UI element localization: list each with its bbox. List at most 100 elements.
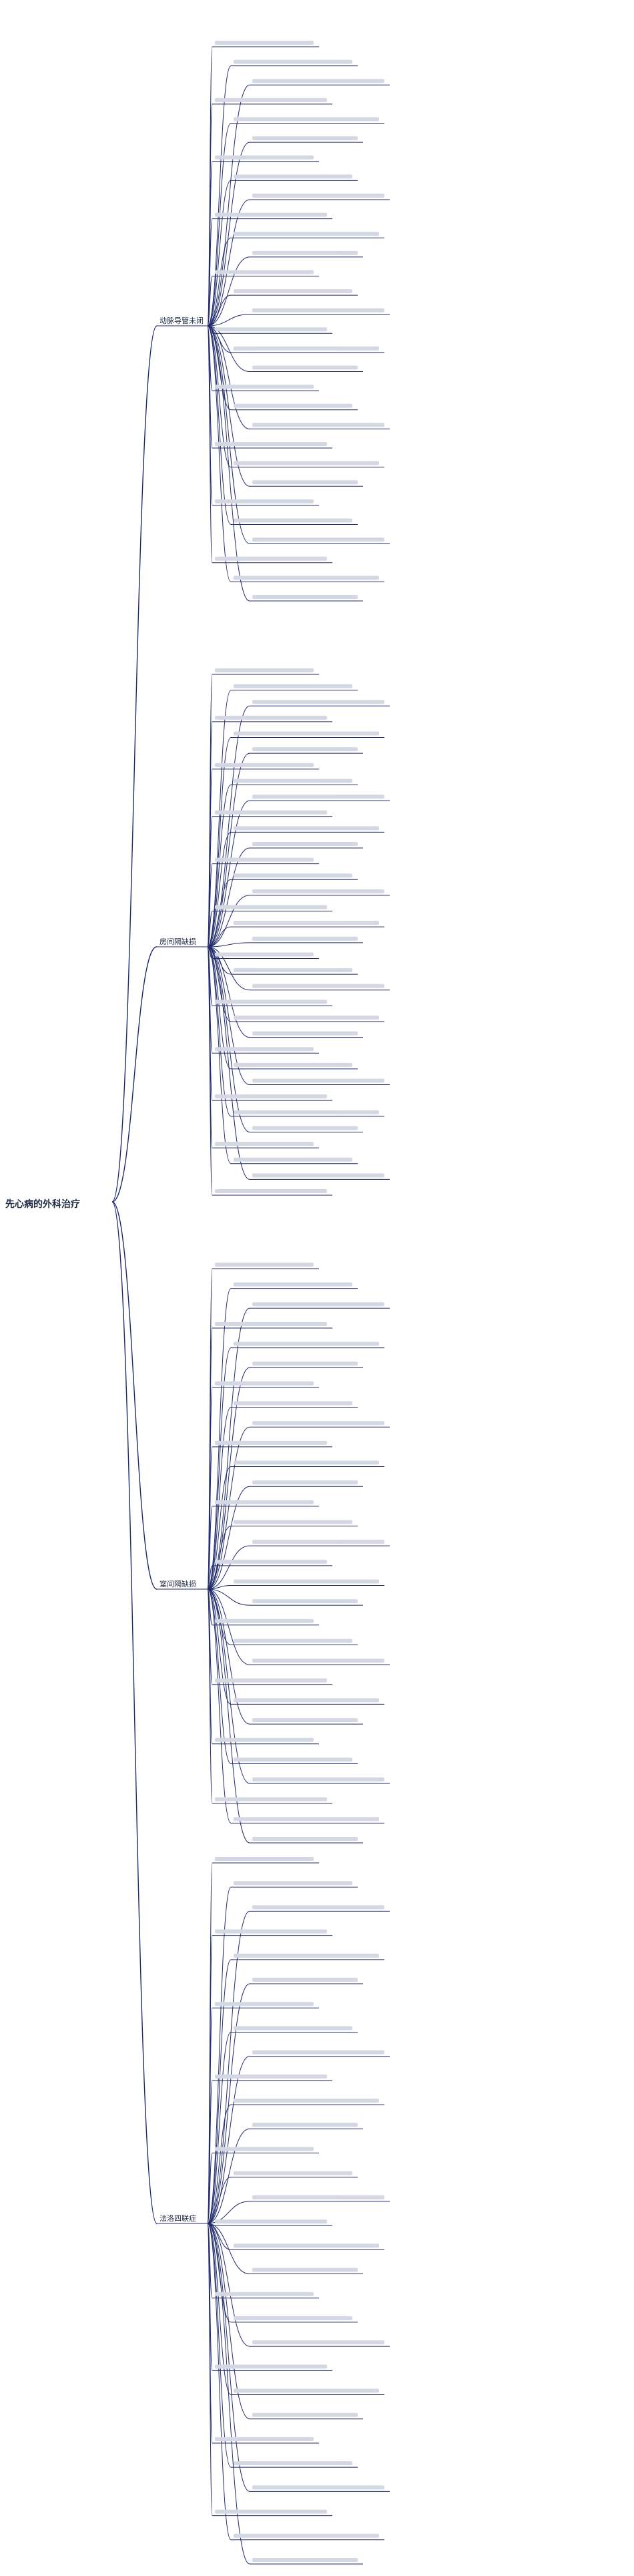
leaf-text-placeholder	[215, 1857, 314, 1861]
leaf-text-placeholder	[215, 1142, 314, 1146]
branch-to-leaf-edge	[207, 2152, 213, 2224]
leaf-text-placeholder	[234, 518, 352, 523]
leaf-text-placeholder	[234, 576, 379, 580]
leaf-text-placeholder	[215, 2074, 327, 2079]
branch-to-leaf-edge	[207, 1588, 213, 1685]
leaf-text-placeholder	[215, 857, 314, 862]
branch-to-leaf-edge	[207, 325, 250, 602]
branch-to-leaf-edge	[207, 314, 250, 327]
leaf-text-placeholder	[215, 1094, 327, 1099]
leaf-text-placeholder	[215, 1797, 327, 1801]
leaf-text-placeholder	[234, 289, 352, 294]
leaf-text-placeholder	[252, 889, 384, 893]
branch-to-leaf-edge	[207, 946, 250, 991]
branch-to-leaf-edge	[207, 325, 232, 582]
root-to-branch-edge	[111, 1201, 157, 2224]
leaf-text-placeholder	[252, 1173, 384, 1178]
branch-topic: 动脉导管未闭	[160, 316, 204, 325]
leaf-text-placeholder	[234, 1520, 352, 1524]
leaf-text-placeholder	[252, 1421, 384, 1426]
root-to-branch-edge	[111, 325, 157, 1203]
leaf-text-placeholder	[215, 1189, 327, 1193]
branch-topic: 法洛四联症	[160, 2213, 196, 2223]
leaf-text-placeholder	[234, 1016, 379, 1020]
leaf-text-placeholder	[252, 700, 384, 704]
branch-to-leaf-edge	[207, 1588, 213, 1745]
branch-to-leaf-edge	[207, 847, 250, 947]
branch-to-leaf-edge	[207, 1588, 232, 1823]
branch-to-leaf-edge	[207, 1288, 232, 1590]
leaf-text-placeholder	[234, 921, 379, 925]
branch-topic: 室间隔缺损	[160, 1579, 196, 1588]
branch-to-leaf-edge	[207, 325, 250, 373]
branch-to-leaf-edge	[207, 946, 213, 1006]
branch-to-leaf-edge	[207, 1407, 232, 1590]
branch-to-leaf-edge	[207, 1588, 250, 1784]
branch-to-leaf-edge	[207, 1565, 213, 1590]
branch-to-leaf-edge	[207, 2223, 250, 2492]
leaf-text-placeholder	[234, 731, 379, 736]
leaf-text-placeholder	[234, 1401, 352, 1406]
branch-to-leaf-edge	[207, 784, 232, 947]
leaf-text-placeholder	[215, 2002, 314, 2006]
branch-to-leaf-edge	[207, 2223, 250, 2565]
leaf-text-placeholder	[234, 403, 352, 408]
leaf-text-placeholder	[215, 327, 327, 332]
leaf-text-placeholder	[234, 59, 352, 64]
branch-to-leaf-edge	[207, 84, 250, 327]
leaf-text-placeholder	[215, 1440, 327, 1445]
branch-to-leaf-edge	[207, 325, 250, 429]
leaf-text-placeholder	[252, 1126, 358, 1130]
leaf-text-placeholder	[252, 365, 358, 370]
branch-to-leaf-edge	[207, 1983, 250, 2224]
branch-to-leaf-edge	[207, 831, 232, 947]
leaf-text-placeholder	[252, 595, 358, 599]
leaf-text-placeholder	[234, 1881, 352, 1886]
branch-to-leaf-edge	[207, 325, 232, 525]
leaf-text-placeholder	[215, 1619, 314, 1623]
leaf-text-placeholder	[215, 41, 314, 45]
leaf-text-placeholder	[234, 1282, 352, 1287]
leaf-text-placeholder	[215, 1047, 314, 1052]
leaf-text-placeholder	[215, 499, 314, 503]
branch-to-leaf-edge	[207, 1588, 213, 1626]
branch-to-leaf-edge	[207, 2223, 213, 2371]
branch-to-leaf-edge	[207, 294, 232, 327]
leaf-text-placeholder	[234, 1639, 352, 1643]
leaf-text-placeholder	[215, 2219, 327, 2224]
leaf-text-placeholder	[252, 1540, 384, 1544]
leaf-text-placeholder	[234, 2316, 352, 2320]
leaf-text-placeholder	[215, 1737, 314, 1742]
leaf-text-placeholder	[252, 250, 358, 255]
leaf-text-placeholder	[215, 2509, 327, 2514]
leaf-text-placeholder	[215, 2147, 314, 2151]
leaf-text-placeholder	[234, 826, 379, 831]
leaf-text-placeholder	[234, 461, 379, 465]
leaf-text-placeholder	[252, 842, 358, 846]
leaf-text-placeholder	[252, 1361, 358, 1366]
branch-to-leaf-edge	[207, 142, 250, 327]
leaf-text-placeholder	[252, 79, 384, 83]
leaf-text-placeholder	[234, 2026, 352, 2030]
branch-to-leaf-edge	[207, 926, 232, 947]
leaf-text-placeholder	[234, 1157, 352, 1162]
leaf-text-placeholder	[215, 385, 314, 389]
leaf-text-placeholder	[215, 1678, 327, 1683]
leaf-text-placeholder	[252, 2558, 358, 2562]
leaf-text-placeholder	[234, 2533, 379, 2538]
branch-to-leaf-edge	[207, 1588, 232, 1764]
branch-to-leaf-edge	[207, 2223, 213, 2299]
branch-to-leaf-edge	[207, 1588, 250, 1844]
leaf-text-placeholder	[215, 270, 314, 274]
leaf-text-placeholder	[252, 1978, 358, 1982]
branch-to-leaf-edge	[207, 325, 232, 468]
branch-to-leaf-edge	[207, 218, 213, 327]
leaf-text-placeholder	[252, 538, 384, 542]
leaf-text-placeholder	[252, 1078, 384, 1083]
branch-to-leaf-edge	[207, 1886, 232, 2224]
leaf-text-placeholder	[234, 2461, 352, 2466]
branch-to-leaf-edge	[207, 256, 250, 327]
leaf-text-placeholder	[215, 810, 327, 815]
leaf-text-placeholder	[215, 155, 314, 160]
